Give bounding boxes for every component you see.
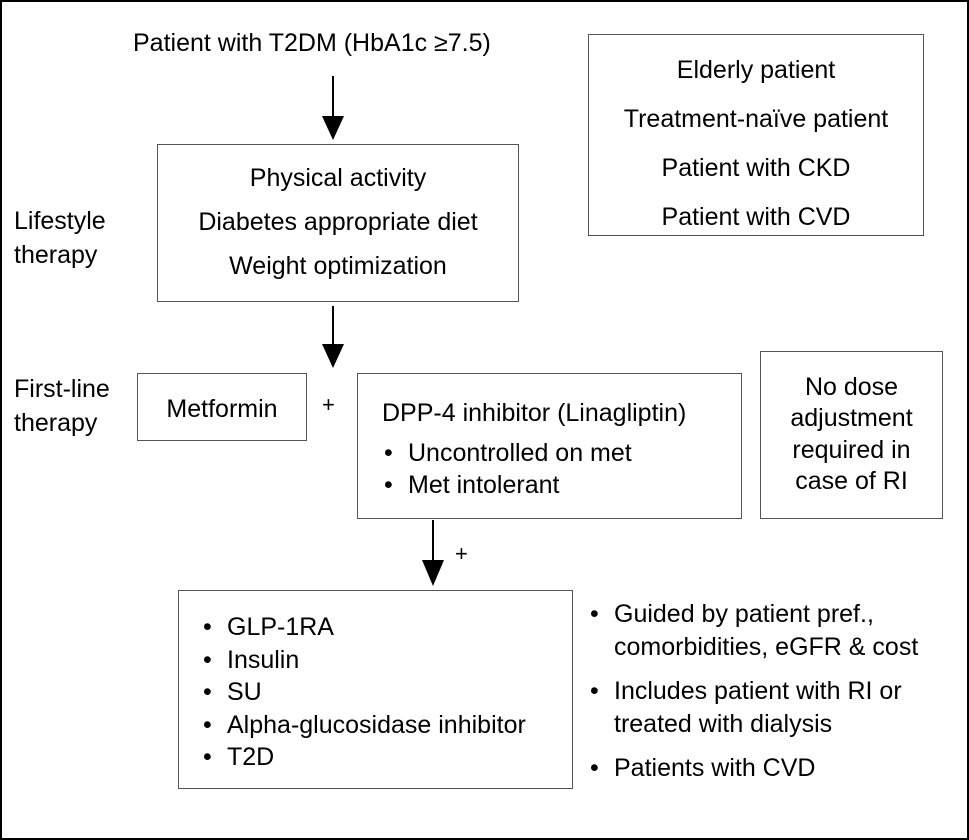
addon-drug: T2D <box>201 741 526 774</box>
lifestyle-side-label: Lifestyle therapy <box>14 207 106 269</box>
lifestyle-item: Diabetes appropriate diet <box>198 208 478 236</box>
lifestyle-item: Weight optimization <box>229 252 447 280</box>
arrow-lifestyle-to-firstline <box>322 306 344 368</box>
dpp4-box: DPP-4 inhibitor (Linagliptin) Uncontroll… <box>357 373 742 519</box>
arrow-dpp4-to-addon <box>422 520 444 586</box>
no-dose-line: No dose <box>804 373 899 401</box>
plus-sign: + <box>322 392 335 417</box>
addon-note: Includes patient with RI or treated with… <box>588 675 918 740</box>
no-dose-line: case of RI <box>795 466 908 495</box>
dpp4-bullets: Uncontrolled on met Met intolerant <box>382 438 632 500</box>
addon-drugs-box: GLP-1RA Insulin SU Alpha-glucosidase inh… <box>178 590 573 789</box>
addon-drug: GLP-1RA <box>201 611 526 644</box>
plus-sign-addon: + <box>455 541 468 566</box>
metformin-box: Metformin <box>137 373 307 441</box>
top-label: Patient with T2DM (HbA1c ≥7.5) <box>133 29 491 57</box>
dpp4-bullet: Met intolerant <box>382 470 632 500</box>
addon-drug-list: GLP-1RA Insulin SU Alpha-glucosidase inh… <box>201 611 526 774</box>
no-dose-line: adjustment <box>790 404 913 433</box>
dpp4-bullet: Uncontrolled on met <box>382 438 632 468</box>
metformin-label: Metformin <box>166 395 278 423</box>
dpp4-title: DPP-4 inhibitor (Linagliptin) <box>382 399 687 427</box>
addon-drug: SU <box>201 676 526 709</box>
no-dose-box: No dose adjustment required in case of R… <box>760 351 943 519</box>
lifestyle-box: Physical activity Diabetes appropriate d… <box>157 144 519 302</box>
no-dose-line: required in <box>792 435 911 464</box>
lifestyle-item: Physical activity <box>249 164 427 192</box>
arrow-top-to-lifestyle <box>322 76 344 140</box>
addon-note: Guided by patient pref., comorbidities, … <box>588 598 918 663</box>
patient-type: Patient with CKD <box>661 154 851 182</box>
patient-type: Elderly patient <box>676 56 836 84</box>
patient-type: Treatment-naïve patient <box>623 105 889 133</box>
addon-note: Patients with CVD <box>588 752 918 785</box>
addon-drug: Insulin <box>201 644 526 677</box>
addon-drug: Alpha-glucosidase inhibitor <box>201 709 526 742</box>
patient-type: Patient with CVD <box>661 203 851 231</box>
addon-notes: Guided by patient pref., comorbidities, … <box>588 598 918 785</box>
patient-types-box: Elderly patient Treatment-naïve patient … <box>588 34 924 236</box>
firstline-side-label: First-line therapy <box>14 375 110 437</box>
